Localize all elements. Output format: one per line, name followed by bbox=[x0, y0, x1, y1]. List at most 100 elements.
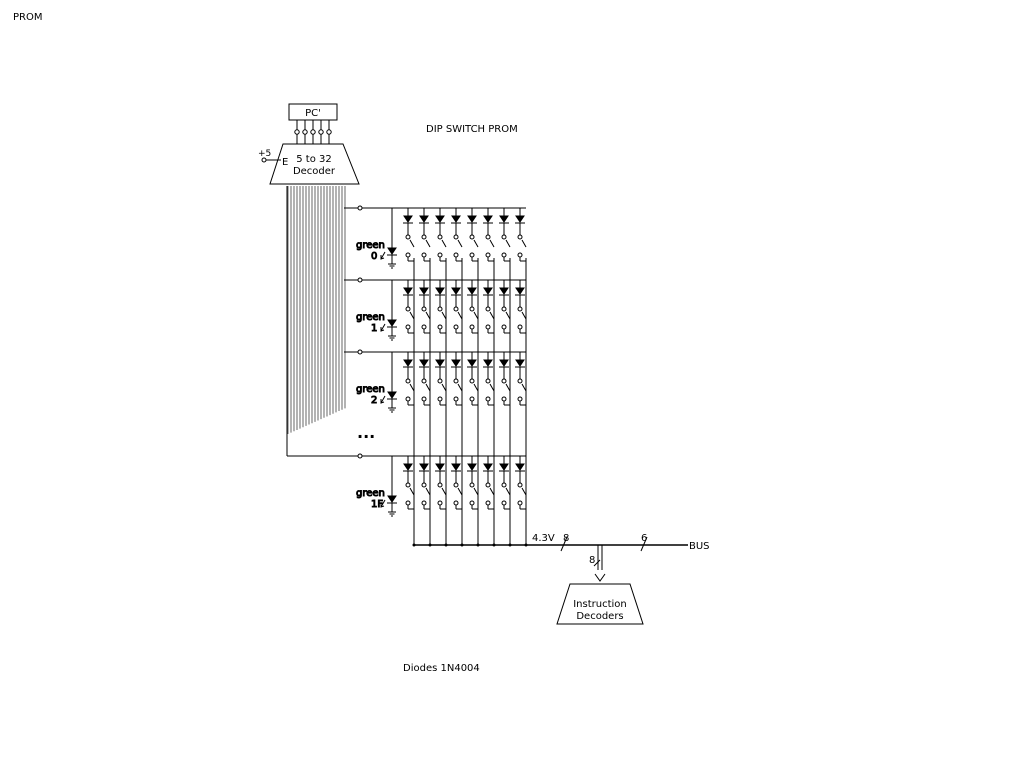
bit-diode bbox=[403, 215, 413, 223]
bit-diode bbox=[467, 215, 477, 223]
switch-lever bbox=[457, 239, 463, 248]
bit-diode bbox=[435, 287, 445, 295]
switch-lever bbox=[473, 239, 479, 248]
switch-lever bbox=[473, 311, 479, 320]
switch-lever bbox=[489, 487, 495, 496]
switch-contact bbox=[437, 396, 443, 402]
bus-width-down: 8 bbox=[589, 555, 595, 566]
switch-lever bbox=[489, 311, 495, 320]
led-emission-arrow bbox=[380, 323, 386, 332]
diagram-title: DIP SWITCH PROM bbox=[426, 124, 518, 135]
switch-contact bbox=[453, 482, 459, 488]
row-node bbox=[357, 205, 363, 211]
bit-diode bbox=[483, 463, 493, 471]
bit-diode bbox=[515, 359, 525, 367]
bus-voltage-label: 4.3V bbox=[532, 533, 555, 544]
led-emission-arrow bbox=[380, 499, 386, 508]
switch-contact bbox=[517, 378, 523, 384]
bus-width-out: 6 bbox=[641, 533, 647, 544]
ellipsis: ... bbox=[357, 423, 375, 442]
switch-contact bbox=[485, 378, 491, 384]
switch-contact bbox=[421, 234, 427, 240]
switch-contact bbox=[501, 324, 507, 330]
bit-output-lines bbox=[413, 258, 527, 545]
switch-lever bbox=[409, 383, 415, 392]
row-color-label: green bbox=[356, 240, 385, 251]
switch-contact bbox=[517, 482, 523, 488]
switch-lever bbox=[473, 383, 479, 392]
bit-diode bbox=[403, 463, 413, 471]
bit-diode bbox=[435, 463, 445, 471]
switch-lever bbox=[521, 487, 527, 496]
switch-contact bbox=[485, 252, 491, 258]
switch-lever bbox=[409, 311, 415, 320]
bit-diode bbox=[499, 287, 509, 295]
switch-contact bbox=[485, 306, 491, 312]
row-index-label: 1F bbox=[371, 499, 383, 510]
switch-contact bbox=[437, 306, 443, 312]
bus-label: BUS bbox=[689, 541, 710, 552]
decoder-enable: E bbox=[282, 157, 288, 168]
decoder-block bbox=[269, 143, 360, 185]
switch-lever bbox=[425, 487, 431, 496]
bit-diode bbox=[515, 287, 525, 295]
switch-lever bbox=[457, 487, 463, 496]
switch-contact bbox=[469, 252, 475, 258]
switch-contact bbox=[469, 482, 475, 488]
switch-lever bbox=[473, 487, 479, 496]
switch-lever bbox=[521, 383, 527, 392]
switch-contact bbox=[437, 324, 443, 330]
bit-diode bbox=[403, 287, 413, 295]
bit-diode bbox=[451, 287, 461, 295]
switch-contact bbox=[469, 324, 475, 330]
switch-contact bbox=[517, 252, 523, 258]
switch-contact bbox=[469, 306, 475, 312]
switch-lever bbox=[441, 311, 447, 320]
row-index-label: 2 bbox=[371, 395, 377, 406]
row-index-label: 1 bbox=[371, 323, 377, 334]
bit-diode bbox=[467, 463, 477, 471]
switch-contact bbox=[405, 324, 411, 330]
switch-contact bbox=[421, 306, 427, 312]
bit-diode bbox=[419, 359, 429, 367]
switch-lever bbox=[505, 239, 511, 248]
supply-node bbox=[261, 157, 267, 163]
switch-contact bbox=[485, 482, 491, 488]
switch-contact bbox=[501, 378, 507, 384]
bit-diode bbox=[499, 359, 509, 367]
bit-diode bbox=[515, 215, 525, 223]
bit-diode bbox=[419, 287, 429, 295]
led-emission-arrowhead bbox=[380, 255, 385, 260]
switch-contact bbox=[405, 234, 411, 240]
switch-contact bbox=[501, 234, 507, 240]
switch-contact bbox=[501, 482, 507, 488]
switch-lever bbox=[489, 383, 495, 392]
bit-diode bbox=[435, 359, 445, 367]
switch-lever bbox=[409, 487, 415, 496]
switch-lever bbox=[505, 383, 511, 392]
switch-contact bbox=[421, 324, 427, 330]
switch-contact bbox=[501, 500, 507, 506]
switch-contact bbox=[437, 252, 443, 258]
switch-contact bbox=[437, 482, 443, 488]
row-color-label: green bbox=[356, 384, 385, 395]
switch-lever bbox=[457, 383, 463, 392]
switch-lever bbox=[441, 487, 447, 496]
bit-diode bbox=[419, 463, 429, 471]
switch-contact bbox=[453, 306, 459, 312]
switch-contact bbox=[469, 500, 475, 506]
switch-contact bbox=[437, 234, 443, 240]
row-color-label: green bbox=[356, 488, 385, 499]
bit-diode bbox=[483, 215, 493, 223]
switch-lever bbox=[457, 311, 463, 320]
switch-contact bbox=[517, 396, 523, 402]
diode-footnote: Diodes 1N4004 bbox=[403, 663, 480, 674]
switch-contact bbox=[453, 324, 459, 330]
bit-diode bbox=[467, 287, 477, 295]
bit-diode bbox=[451, 215, 461, 223]
